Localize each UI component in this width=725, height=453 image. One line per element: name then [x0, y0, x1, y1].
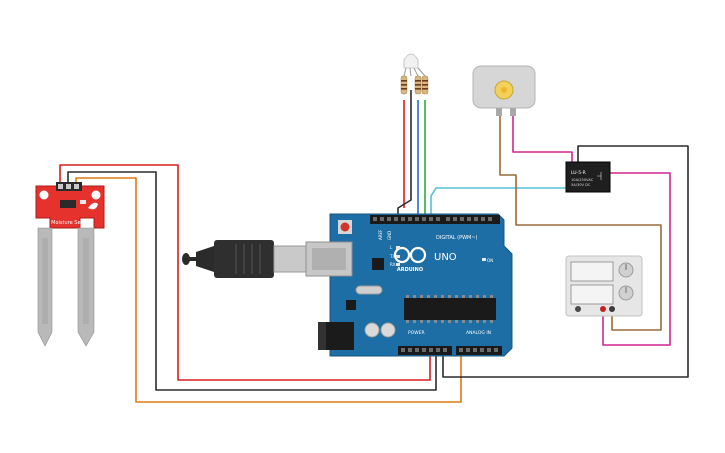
motor-terminal-right[interactable]	[510, 108, 516, 116]
sensor-probe-right	[77, 227, 95, 347]
atmega-chip	[404, 298, 496, 320]
power-supply-display-bottom	[570, 284, 614, 305]
wire-relay-signal	[430, 187, 570, 216]
relay-rating-1: 10A/250VAC	[571, 178, 594, 182]
tx-led	[396, 255, 400, 258]
sensor-pin-vcc[interactable]	[58, 184, 63, 189]
wire-relay-magenta	[596, 172, 671, 346]
wire-relay-gnd	[442, 145, 689, 378]
rgb-led-dome	[403, 53, 419, 69]
power-supply-display-top	[570, 261, 614, 282]
sensor-resistor	[80, 200, 86, 204]
rgb-led[interactable]	[400, 53, 429, 95]
capacitor-left	[364, 322, 380, 338]
sensor-pin-gnd[interactable]	[66, 184, 71, 189]
sensor-probe-pattern	[42, 238, 89, 324]
power-header-pins	[401, 348, 447, 352]
rgb-led-legs	[403, 67, 426, 77]
usb-strain-relief	[196, 246, 214, 272]
rx-label: RX	[390, 262, 396, 267]
wire-sensor-vcc	[59, 164, 431, 381]
relay-model: LU-5-R	[571, 170, 586, 176]
soil-moisture-sensor[interactable]: Soil Moisture Sensor	[35, 182, 105, 347]
digital-header-pins	[373, 217, 492, 221]
voltage-regulator	[346, 300, 356, 310]
wire-motor-magenta	[512, 116, 573, 162]
usb-metal-tip	[273, 245, 311, 273]
usb-chip	[372, 258, 384, 270]
power-supply-terminal-negative[interactable]	[609, 306, 615, 312]
l-led	[396, 246, 400, 249]
usb-cable[interactable]	[182, 240, 311, 278]
rx-led	[396, 263, 400, 266]
wire-motor-brown	[499, 116, 662, 331]
power-supply-terminal-positive[interactable]	[600, 306, 606, 312]
wire-led-black	[397, 90, 412, 216]
relay-rating-2: 5A/30V DC	[571, 183, 591, 187]
motor-terminal-left[interactable]	[496, 108, 502, 116]
arduino-uno-board[interactable]: AREF GND DIGITAL (PWM~) ARDUINO UNO ON L…	[305, 213, 513, 357]
sensor-probe-left	[37, 227, 53, 347]
atmega-pins-top	[406, 295, 493, 298]
sensor-pin-sig[interactable]	[74, 184, 79, 189]
digital-label: DIGITAL (PWM~)	[436, 235, 478, 241]
motor-shaft-center	[501, 87, 507, 93]
power-supply[interactable]	[565, 255, 643, 317]
led-resistors	[400, 75, 429, 95]
tx-label: TX	[389, 254, 395, 259]
analog-label: ANALOG IN	[466, 330, 491, 336]
aref-label: AREF	[378, 229, 383, 240]
relay-body	[565, 161, 611, 193]
power-supply-terminal-ground[interactable]	[575, 306, 581, 312]
arduino-logo-icon	[393, 246, 427, 264]
capacitor-right	[380, 322, 396, 338]
usb-b-port-inner	[312, 248, 346, 270]
usb-cable-end	[182, 253, 190, 265]
usb-grip-lines	[235, 244, 261, 274]
sensor-mount-hole-right	[91, 190, 101, 200]
on-label: ON	[487, 258, 493, 263]
crystal	[355, 285, 383, 295]
sensor-chip	[60, 200, 76, 208]
digital-header	[370, 215, 500, 224]
relay-module[interactable]: LU-5-R 10A/250VAC 5A/30V DC	[565, 161, 611, 193]
sensor-label: Soil Moisture Sensor	[41, 220, 93, 226]
on-led	[482, 258, 486, 261]
gnd-label: GND	[387, 231, 392, 240]
wire-sensor-signal	[75, 177, 462, 403]
analog-header	[456, 346, 502, 355]
power-jack-edge	[318, 322, 326, 350]
analog-header-pins	[459, 348, 498, 352]
power-label: POWER	[408, 330, 425, 336]
l-label: L	[390, 245, 393, 250]
reset-button[interactable]	[340, 222, 350, 232]
wire-sensor-gnd	[67, 171, 437, 391]
relay-symbol-icon	[597, 172, 602, 180]
atmega-pins-bottom	[406, 320, 493, 323]
arduino-brand: ARDUINO	[397, 267, 423, 273]
arduino-model: UNO	[434, 252, 457, 263]
dc-motor[interactable]	[472, 65, 536, 116]
sensor-leaf-icon	[88, 202, 98, 210]
sensor-mount-hole-left	[39, 190, 49, 200]
